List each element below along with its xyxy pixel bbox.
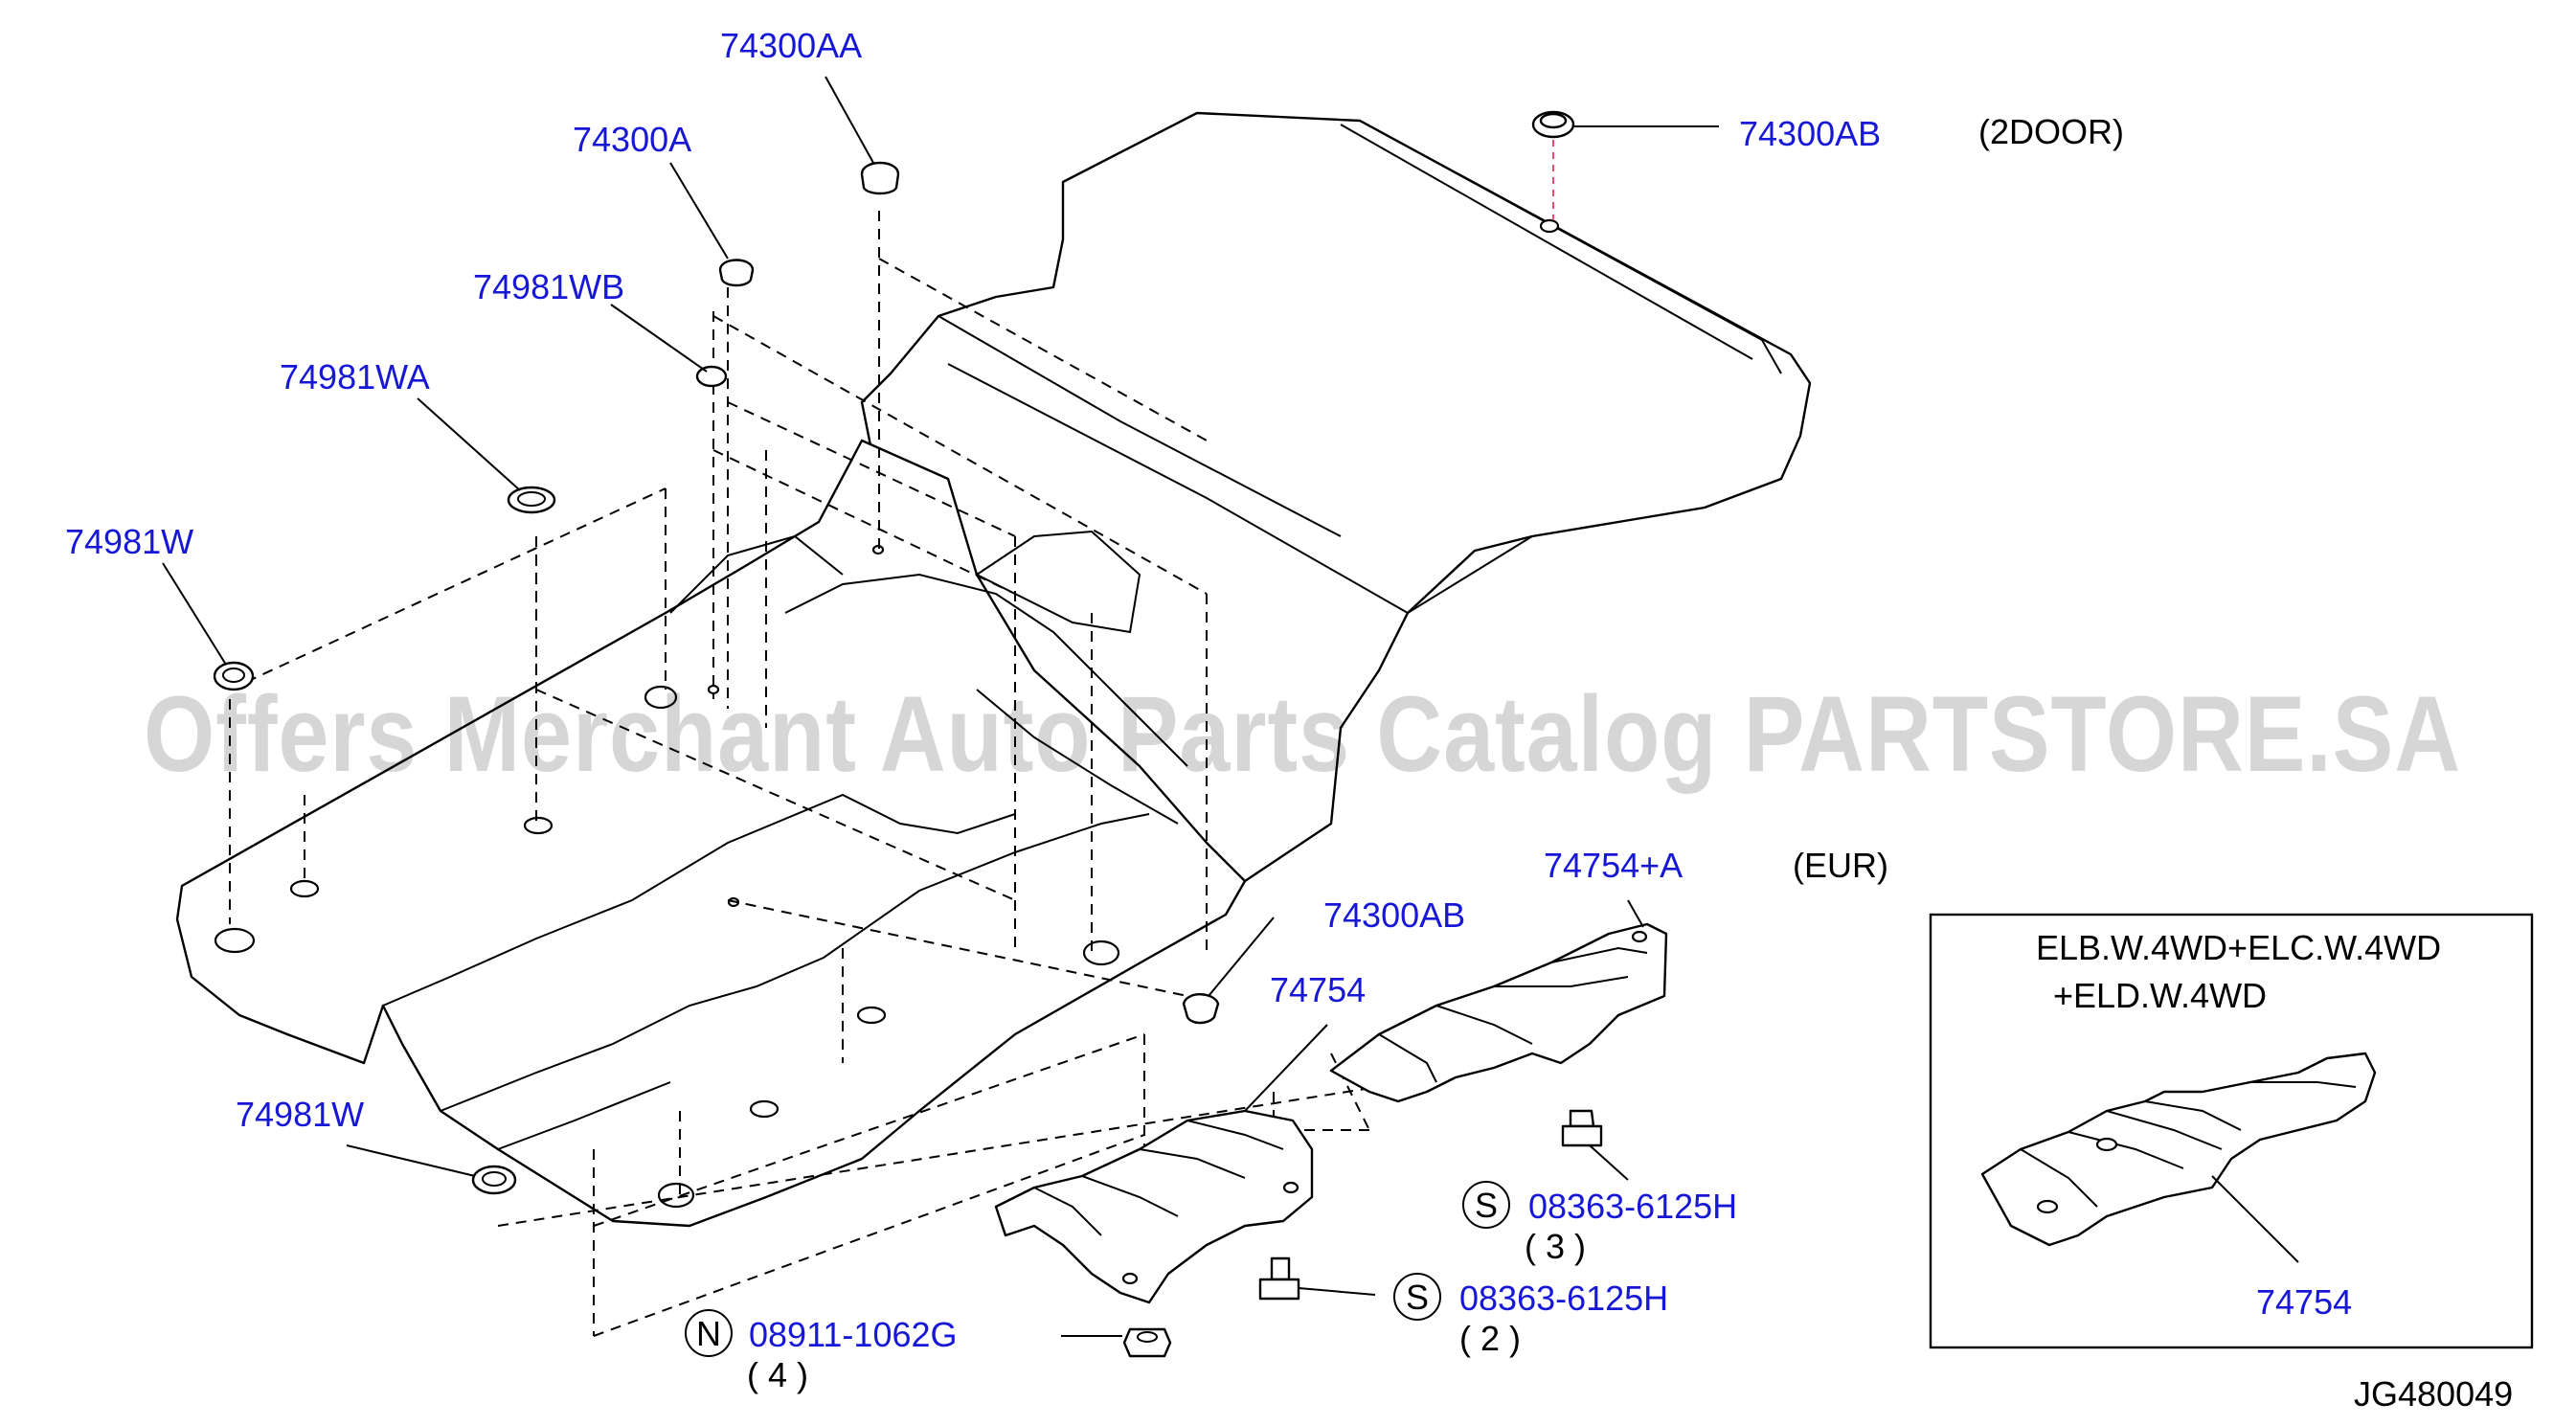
callout-74300AB-mid[interactable]: 74300AB [1323,895,1465,935]
callout-74300A[interactable]: 74300A [573,120,691,159]
inset-line-1: ELB.W.4WD+ELC.W.4WD [2036,928,2441,967]
qty-4: ( 4 ) [747,1355,808,1394]
symbol-s-b-icon: S [1393,1273,1441,1321]
plug-74300A-icon[interactable] [718,259,755,287]
plug-74300AA-icon[interactable] [860,161,900,195]
heat-insulator-74754[interactable] [994,1109,1314,1304]
svg-text:N: N [696,1314,721,1353]
symbol-n-icon: N [685,1309,733,1357]
assembly-guide-lines [229,211,1409,1337]
callout-74300AB-top[interactable]: 74300AB [1739,114,1881,153]
note-eur: (EUR) [1793,846,1888,885]
callout-08911-1062G[interactable]: 08911-1062G [749,1315,958,1354]
callout-74754-inset[interactable]: 74754 [2256,1282,2352,1322]
leader-lines [162,76,1719,1337]
heat-insulator-74754-plus-a[interactable] [1329,922,1668,1103]
callout-74981WB[interactable]: 74981WB [473,267,624,306]
nut-08911-icon[interactable] [1122,1327,1172,1358]
grommet-74981WA-icon[interactable] [507,486,556,514]
callout-74981W-top[interactable]: 74981W [65,522,193,561]
callout-74981WA[interactable]: 74981WA [280,357,430,396]
svg-text:S: S [1406,1278,1429,1317]
plug-74981WB-icon[interactable] [695,365,728,388]
svg-text:S: S [1475,1186,1498,1225]
note-2door: (2DOOR) [1978,112,2124,151]
grommet-74981W-bottom-icon[interactable] [471,1165,517,1195]
rear-floor-insulator [860,111,1812,883]
plug-74300AB-mid-icon[interactable] [1182,993,1220,1025]
bolt-08363-2-icon[interactable] [1258,1256,1300,1301]
symbol-s-a-icon: S [1462,1181,1510,1229]
callout-08363-6125H-2[interactable]: 08363-6125H [1459,1279,1668,1318]
callout-labels: 74300AA 74300A 74300AB (2DOOR) 74981WB 7… [65,26,2513,1414]
inset-box [1929,913,2534,1349]
callout-74754[interactable]: 74754 [1270,970,1366,1009]
watermark: Offers Merchant Auto Parts Catalog PARTS… [144,674,2461,794]
grommet-74300AB-top-icon[interactable] [1531,110,1575,139]
inset-line-2: +ELD.W.4WD [2053,976,2267,1015]
callout-74754-plus-a[interactable]: 74754+A [1544,846,1683,885]
qty-2: ( 2 ) [1459,1319,1521,1358]
callout-08363-6125H-3[interactable]: 08363-6125H [1528,1187,1737,1226]
bolt-08363-3-icon[interactable] [1561,1109,1603,1147]
diagram-code: JG480049 [2354,1374,2513,1414]
callout-74981W-bottom[interactable]: 74981W [236,1095,364,1134]
callout-74300AA[interactable]: 74300AA [720,26,862,65]
qty-3: ( 3 ) [1525,1227,1586,1266]
inset-heat-insulator-74754[interactable] [1980,1052,2377,1247]
grommet-74981W-top-icon[interactable] [213,661,255,691]
